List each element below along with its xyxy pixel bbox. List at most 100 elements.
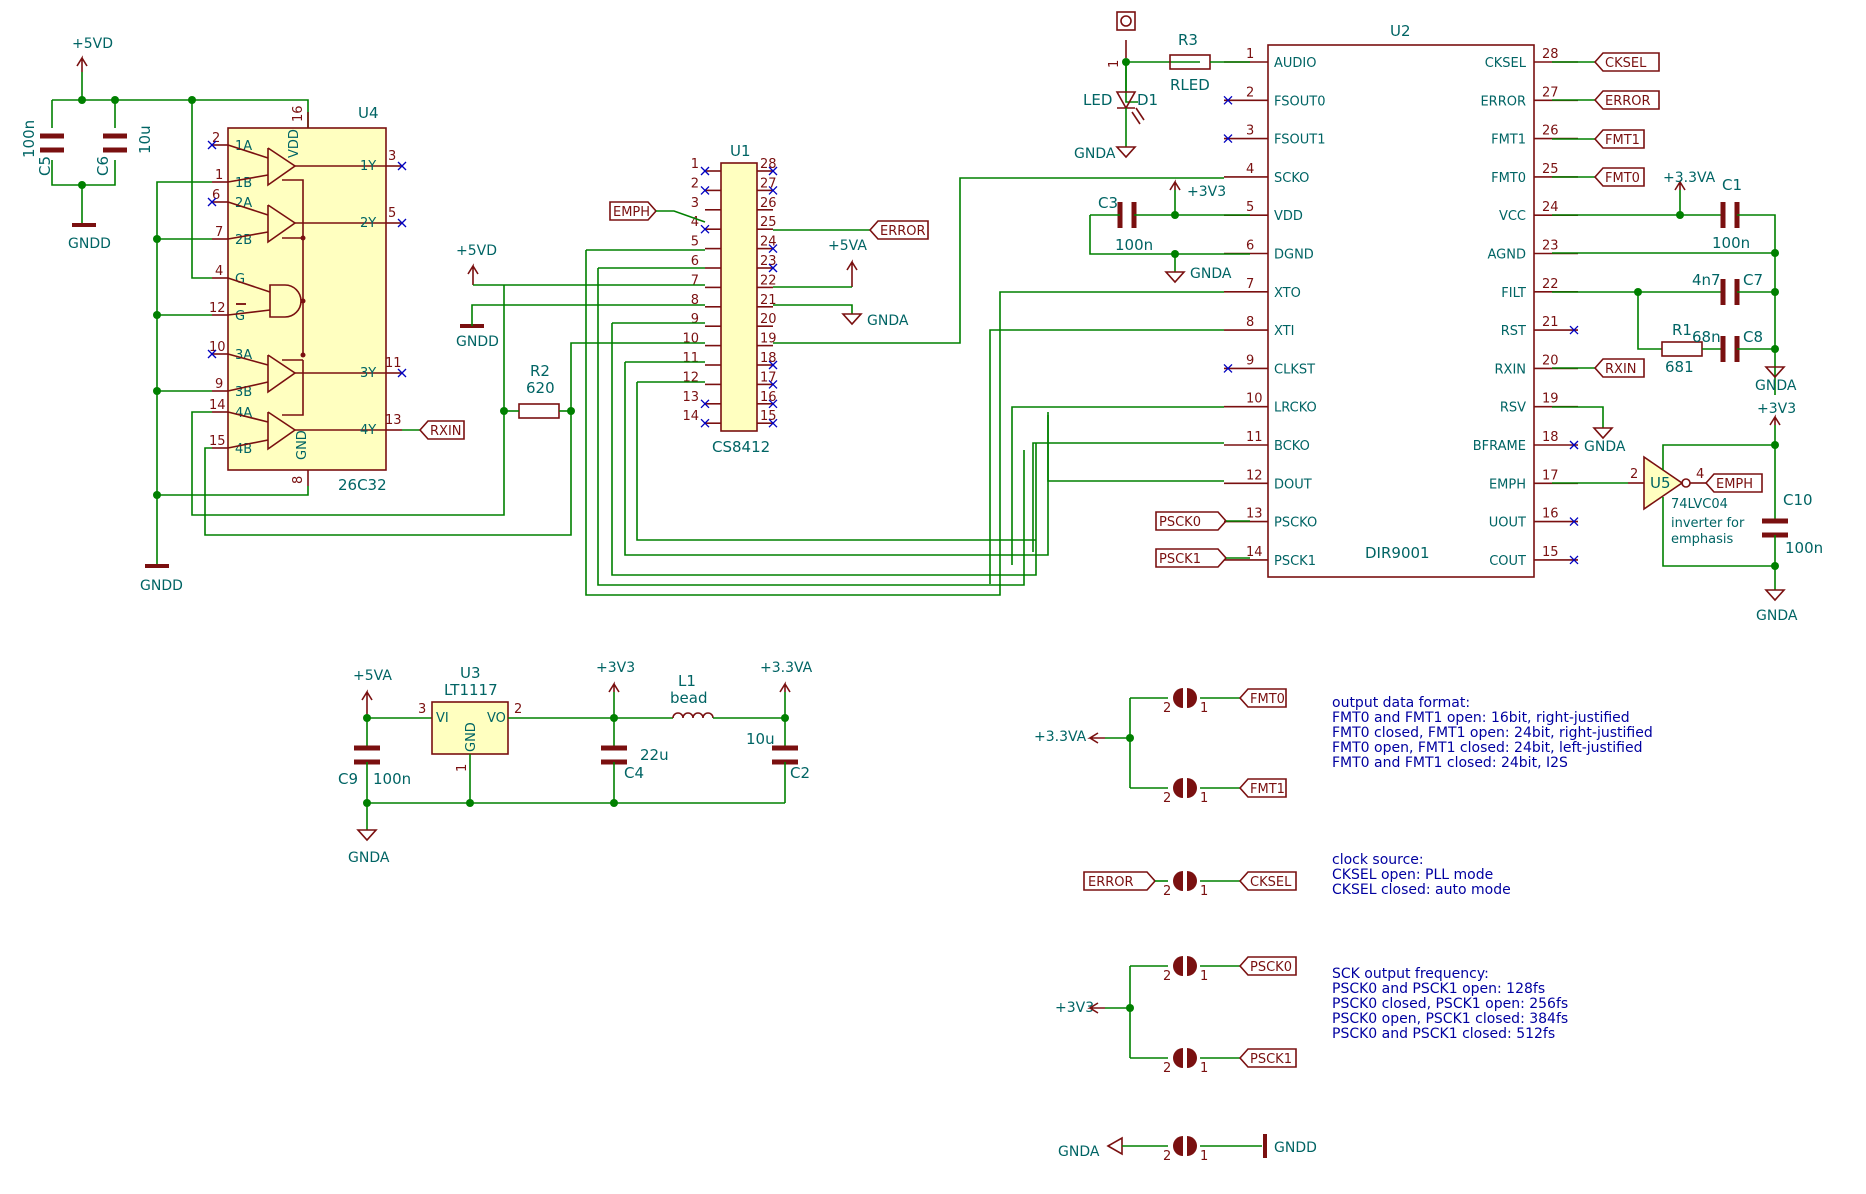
power-gndd-jp: GNDD [1274,1140,1317,1156]
svg-text:PSCK0 and PSCK1 open: 128fs: PSCK0 and PSCK1 open: 128fs [1332,981,1545,997]
u2-pin-left-name: DGND [1274,248,1314,263]
u2-pin-left-num: 12 [1246,468,1263,483]
label-fmt0-jp: FMT0 [1250,692,1285,707]
note-sck: SCK output frequency: PSCK0 and PSCK1 op… [1332,966,1568,1042]
u2-pin-left-name: SCKO [1274,171,1309,186]
u1-pin-left: 13 [682,390,699,405]
jumper-cksel[interactable] [1173,871,1197,891]
u2-ref: U2 [1390,22,1411,40]
u2-pin-left-num: 13 [1246,507,1263,522]
u2-pin-right-num: 27 [1542,85,1559,100]
jumper-gnd[interactable] [1173,1136,1197,1156]
u1-pin-right: 25 [760,215,777,230]
u2-pin-left-name: DOUT [1274,477,1312,492]
u4-ref: U4 [358,104,379,122]
c9-ref: C9 [338,770,358,788]
u3-body [431,701,509,755]
u3-pin-out-num: 2 [514,702,522,717]
note-clock: clock source: CKSEL open: PLL mode CKSEL… [1332,852,1511,898]
label-fmt0-u2: FMT0 [1605,171,1640,186]
power-gnda-c3: GNDA [1190,266,1232,282]
u2-pin-right-num: 20 [1542,353,1559,368]
jumpers-section: +3.3VA 2 1 2 1 FMT0 FMT1 output data for… [1034,688,1653,1164]
svg-text:9: 9 [215,377,223,392]
u2-pin-left-num: 10 [1246,392,1263,407]
c2-value: 10u [746,730,775,748]
u2-pin-right-name: ERROR [1480,94,1526,109]
u2-pin-left-num: 9 [1246,353,1254,368]
power-3v3a-u3: +3.3VA [760,660,813,676]
u3-pin-gnd: GND [464,722,479,752]
u1-section: U1 CS8412 123456789101112131428272625242… [456,142,1049,596]
c1-value: 100n [1712,234,1750,252]
jp6-pin-a: 2 [1163,1149,1171,1164]
svg-text:1: 1 [215,168,223,183]
svg-text:3Y: 3Y [360,366,376,381]
u2-pin-right-name: RSV [1500,401,1526,416]
jp5-pin-b: 1 [1200,1061,1208,1076]
c7-value: 4n7 [1692,271,1721,289]
l1-value: bead [670,689,707,707]
svg-text:5: 5 [388,206,396,221]
u1-pin-left: 9 [691,312,699,327]
u1-pin-right: 23 [760,254,777,269]
u5-pin-out: 4 [1696,467,1704,482]
svg-text:8: 8 [291,476,306,484]
svg-text:13: 13 [385,413,402,428]
svg-text:CKSEL open: PLL mode: CKSEL open: PLL mode [1332,867,1493,883]
u2-pin-left-name: AUDIO [1274,56,1317,71]
u2-pin-left-num: 5 [1246,200,1254,215]
power-5vd-u1: +5VD [456,243,497,259]
u2-pin-left-name: XTI [1274,324,1294,339]
jp4-pin-b: 1 [1200,969,1208,984]
jumper-fmt1[interactable] [1173,778,1197,798]
svg-text:7: 7 [215,225,223,240]
svg-text:14: 14 [209,398,226,413]
jp1-pin-a: 2 [1163,701,1171,716]
u2-pin-left-num: 11 [1246,430,1263,445]
svg-text:10: 10 [209,340,226,355]
u1-pin-left: 5 [691,235,699,250]
u2-pin-left-name: CLKST [1274,362,1315,377]
u3-pin-in-num: 3 [418,702,426,717]
power-gndd-u4: GNDD [68,236,111,252]
jumper-psck1[interactable] [1173,1048,1197,1068]
label-error-u2: ERROR [1605,94,1651,109]
svg-text:FMT0 open, FMT1 closed: 24bit,: FMT0 open, FMT1 closed: 24bit, left-just… [1332,740,1643,756]
label-fmt1-jp: FMT1 [1250,782,1285,797]
u2-pin-right-name: EMPH [1489,477,1526,492]
svg-text:CKSEL closed: auto mode: CKSEL closed: auto mode [1332,882,1511,898]
label-rxin-u2: RXIN [1605,362,1637,377]
u2-pin-right-num: 16 [1542,507,1559,522]
jumper-fmt0[interactable] [1173,688,1197,708]
u2-pin-right-num: 21 [1542,315,1559,330]
label-cksel-jp: CKSEL [1250,875,1292,890]
label-psck0-jp: PSCK0 [1250,960,1292,975]
u2-pin-left-num: 2 [1246,85,1254,100]
u1-pin-right: 26 [760,196,777,211]
c2-ref: C2 [790,764,810,782]
label-psck0-u2: PSCK0 [1159,515,1201,530]
u2-pin-right-num: 18 [1542,430,1559,445]
u5-note-1: inverter for [1671,516,1745,531]
u2-pin-right-name: UOUT [1489,516,1526,531]
c4-ref: C4 [624,764,644,782]
u2-pin-right-name: RST [1501,324,1526,339]
u2-pin-right-num: 15 [1542,545,1559,560]
power-gnda-d1: GNDA [1074,146,1116,162]
power-5va-u3: +5VA [353,668,392,684]
u1-pin-right: 22 [760,273,777,288]
r1-ref: R1 [1672,321,1692,339]
power-3v3-u3: +3V3 [596,660,635,676]
u2-pin-right-num: 24 [1542,200,1559,215]
jp5-pin-a: 2 [1163,1061,1171,1076]
power-gnda-u1: GNDA [867,313,909,329]
u2-pin-right-num: 19 [1542,392,1559,407]
power-3v3a-fmt: +3.3VA [1034,729,1087,745]
svg-text:16: 16 [291,105,306,122]
label-emph-u1: EMPH [613,205,650,220]
jumper-psck0[interactable] [1173,956,1197,976]
u2-pin-right-num: 22 [1542,277,1559,292]
u5-ref: U5 [1650,474,1671,492]
